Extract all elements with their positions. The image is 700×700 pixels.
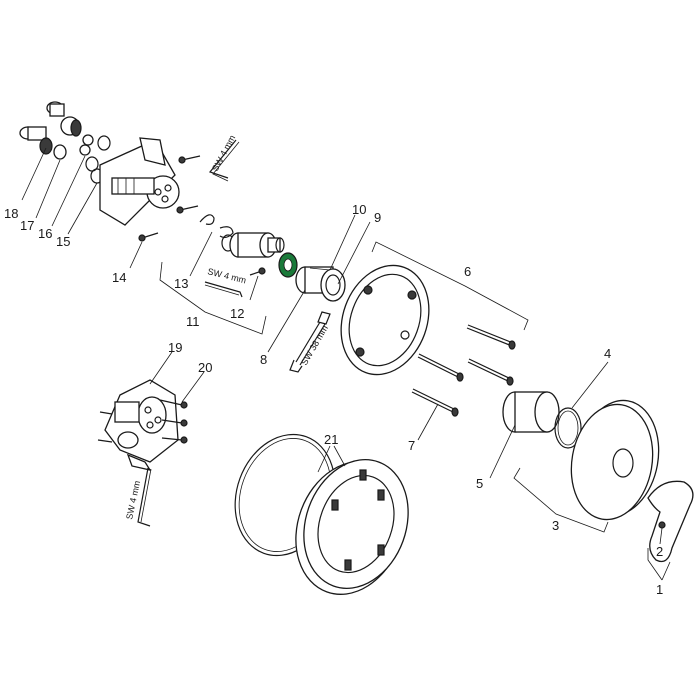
- valve-body-frame: [99, 137, 180, 226]
- callout-21: 21: [324, 432, 338, 447]
- callout-10: 10: [352, 202, 366, 217]
- callout-19: 19: [168, 340, 182, 355]
- hex-key-top-label: SW 4 mm: [210, 133, 237, 173]
- part-6-mounting-plate: [340, 264, 430, 376]
- part-7-screw: [411, 388, 459, 417]
- callout-14: 14: [112, 270, 126, 285]
- hex-key-bottom: [137, 467, 152, 527]
- wrench-sw38: [289, 311, 331, 373]
- callout-6: 6: [464, 264, 471, 279]
- part-17-nut: [53, 116, 82, 160]
- callout-2: 2: [656, 544, 663, 559]
- hex-key-mid: [204, 281, 243, 298]
- callout-7: 7: [408, 438, 415, 453]
- part-20-screws: [97, 399, 188, 444]
- callout-12: 12: [230, 306, 244, 321]
- part-21-frame-ring: [295, 459, 409, 595]
- part-12-screw: [249, 267, 266, 276]
- callout-9: 9: [374, 210, 381, 225]
- part-4-o-ring: [554, 407, 582, 449]
- callout-20: 20: [198, 360, 212, 375]
- callout-17: 17: [20, 218, 34, 233]
- callout-1: 1: [656, 582, 663, 597]
- part-1-lever-handle: [647, 480, 694, 563]
- callout-labels: 1 2 3 4 5 6 7 8 9 10 11 12 13 14 15 16 1…: [4, 202, 663, 597]
- leader-lines: [21, 147, 671, 581]
- callout-4: 4: [604, 346, 611, 361]
- part-3-cover-plate: [570, 399, 660, 521]
- part-19-rough-in-body: [104, 379, 179, 471]
- part-10-sleeve: [295, 266, 346, 302]
- part-11-thermo-cartridge: [229, 232, 285, 258]
- callout-8: 8: [260, 352, 267, 367]
- hex-key-mid-label: SW 4 mm: [207, 266, 248, 285]
- callout-13: 13: [174, 276, 188, 291]
- part-15-o-ring: [85, 135, 111, 184]
- callout-18: 18: [4, 206, 18, 221]
- long-screw-1: [466, 324, 516, 350]
- long-screw-2: [417, 353, 464, 382]
- callout-11: 11: [186, 314, 200, 329]
- screw-mid: [176, 205, 199, 214]
- screw-top: [178, 155, 201, 164]
- part-5-extension-sleeve: [502, 391, 560, 433]
- callout-5: 5: [476, 476, 483, 491]
- green-adjustment-ring: [278, 252, 298, 278]
- callout-3: 3: [552, 518, 559, 533]
- hex-key-top: [208, 139, 240, 182]
- part-18-stop-valve: [19, 101, 65, 155]
- part-2-set-screw: [658, 521, 666, 529]
- callout-16: 16: [38, 226, 52, 241]
- callout-15: 15: [56, 234, 70, 249]
- long-screw-3: [467, 358, 514, 386]
- part-14-screw: [138, 232, 159, 242]
- part-16-washer: [79, 134, 94, 156]
